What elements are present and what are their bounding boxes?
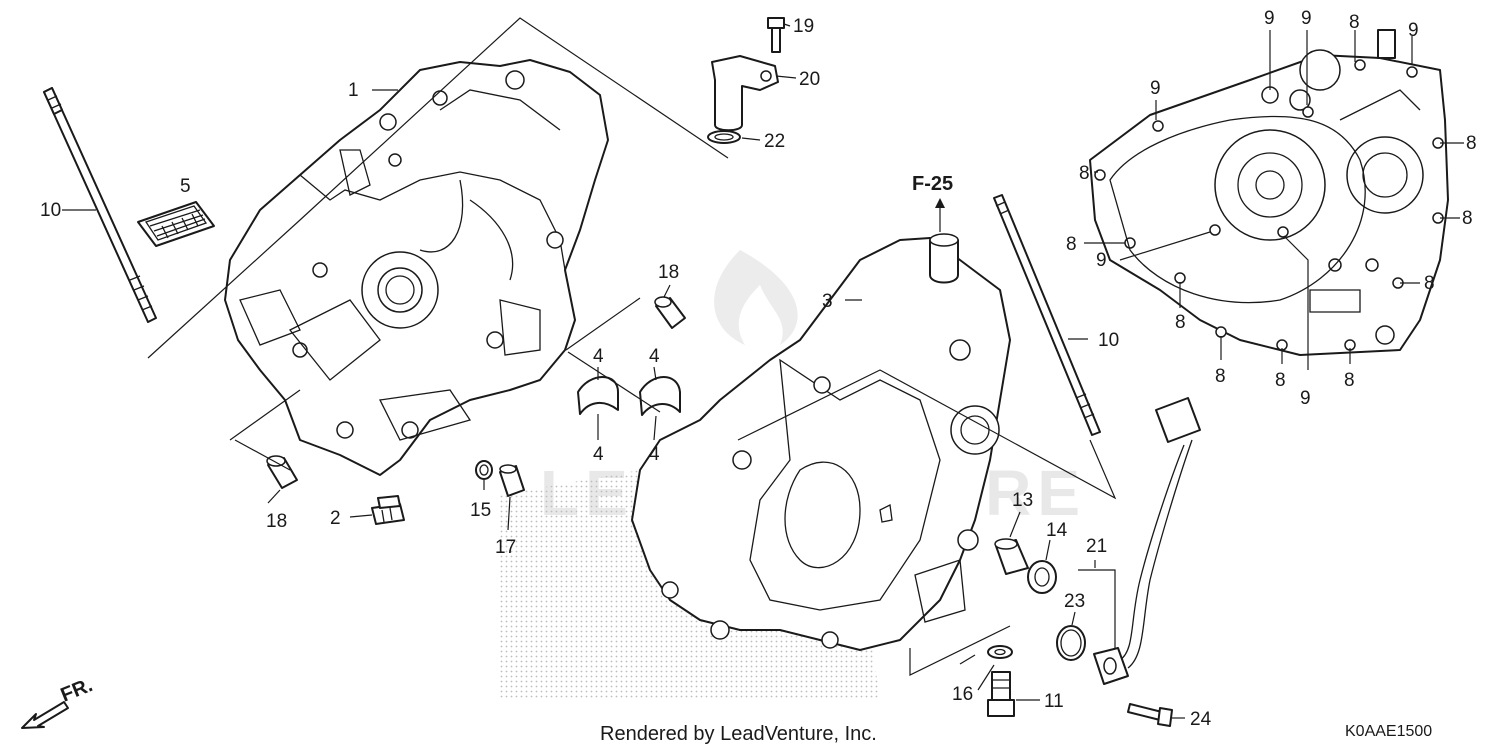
callout-8a: 8 — [1349, 12, 1360, 33]
callout-8h: 8 — [1215, 366, 1226, 387]
callout-9c: 9 — [1408, 20, 1419, 41]
speed-sensor[interactable] — [711, 55, 779, 132]
callout-9a: 9 — [1264, 8, 1275, 29]
needle-bearing[interactable] — [994, 538, 1029, 575]
callout-3: 3 — [822, 291, 833, 312]
callout-labels: 1 2 3 4 4 4 4 5 8 8 8 8 8 8 8 8 8 8 8 9 … — [40, 8, 1477, 730]
dowel-pin-lower[interactable] — [266, 455, 298, 489]
callout-9f: 9 — [1300, 388, 1311, 409]
callout-17: 17 — [495, 537, 516, 558]
flame-logo-icon — [714, 250, 798, 345]
callout-8i: 8 — [1275, 370, 1286, 391]
callout-8c: 8 — [1466, 133, 1477, 154]
callout-1: 1 — [348, 80, 359, 101]
section-reference[interactable]: F-25 — [912, 173, 953, 195]
front-direction-label: FR. — [58, 674, 96, 706]
callout-24: 24 — [1190, 709, 1212, 730]
leader-lines — [62, 17, 1464, 719]
callout-2: 2 — [330, 508, 341, 529]
callout-8g: 8 — [1175, 312, 1186, 333]
drain-bolt[interactable] — [987, 671, 1015, 717]
sensor-o-ring[interactable] — [707, 130, 741, 144]
left-crankcase[interactable] — [224, 59, 609, 476]
harness-bolt[interactable] — [1127, 703, 1173, 727]
diagram-code: K0AAE1500 — [1345, 723, 1432, 740]
callout-13: 13 — [1012, 490, 1033, 511]
callout-21: 21 — [1086, 536, 1107, 557]
oil-strainer-screen[interactable] — [137, 201, 215, 247]
sealing-washer[interactable] — [987, 645, 1013, 659]
dowel-pin-upper[interactable] — [654, 296, 686, 329]
callout-19: 19 — [793, 16, 814, 37]
callout-4c: 4 — [649, 346, 660, 367]
callout-11: 11 — [1044, 691, 1064, 712]
stud-bolt-right[interactable] — [993, 194, 1101, 436]
stud-bolt-left[interactable] — [43, 87, 157, 323]
sensor-o-ring-lower[interactable] — [1056, 625, 1086, 661]
rendered-by-credit: Rendered by LeadVenture, Inc. — [600, 723, 877, 745]
right-crankcase-cover[interactable] — [1089, 29, 1449, 356]
callout-8b: 8 — [1079, 163, 1090, 184]
callout-23: 23 — [1064, 591, 1085, 612]
callout-16: 16 — [952, 684, 973, 705]
callout-22: 22 — [764, 131, 785, 152]
callout-14: 14 — [1046, 520, 1068, 541]
dowel-collar[interactable] — [499, 464, 525, 497]
callout-5: 5 — [180, 176, 191, 197]
callout-9e: 9 — [1096, 250, 1107, 271]
callout-4d: 4 — [649, 444, 660, 465]
callout-18a: 18 — [658, 262, 679, 283]
callout-10a: 10 — [40, 200, 61, 221]
callout-8f: 8 — [1424, 273, 1435, 294]
small-o-ring[interactable] — [475, 460, 493, 480]
callout-18b: 18 — [266, 511, 287, 532]
oil-seal[interactable] — [1027, 560, 1057, 594]
callout-4a: 4 — [593, 346, 604, 367]
callout-8j: 8 — [1344, 370, 1355, 391]
bearing-shell-a[interactable] — [577, 376, 619, 415]
callout-15: 15 — [470, 500, 491, 521]
callout-8e: 8 — [1066, 234, 1077, 255]
callout-10b: 10 — [1098, 330, 1119, 351]
drain-plug[interactable] — [371, 495, 405, 525]
callout-20: 20 — [799, 69, 820, 90]
callout-9d: 9 — [1150, 78, 1161, 99]
callout-4b: 4 — [593, 444, 604, 465]
front-direction-arrow-icon — [21, 701, 69, 729]
neutral-switch-harness[interactable] — [1093, 397, 1201, 685]
reference-arrow — [935, 198, 945, 232]
callout-8d: 8 — [1462, 208, 1473, 229]
bearing-shell-b[interactable] — [639, 376, 681, 416]
callout-9b: 9 — [1301, 8, 1312, 29]
right-crankcase[interactable] — [631, 233, 1011, 651]
sensor-bolt[interactable] — [767, 17, 785, 53]
